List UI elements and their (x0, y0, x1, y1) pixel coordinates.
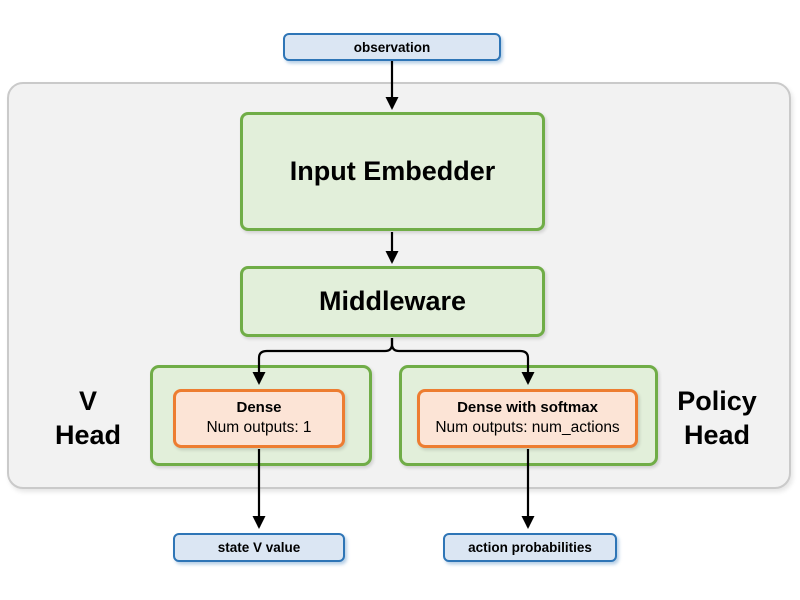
observation-node: observation (283, 33, 501, 61)
v-head-label-line1: V (78, 386, 97, 416)
action-probabilities-node: action probabilities (443, 533, 617, 562)
state-v-value-label: state V value (217, 540, 301, 555)
policy-head-dense-node: Dense with softmax Num outputs: num_acti… (417, 389, 638, 448)
observation-label: observation (353, 39, 431, 55)
state-v-value-node: state V value (173, 533, 345, 562)
v-head-dense-title: Dense (236, 398, 282, 416)
middleware-label: Middleware (318, 286, 467, 316)
policy-head-dense-title: Dense with softmax (457, 398, 598, 416)
input-embedder-label: Input Embedder (289, 156, 496, 186)
action-probabilities-label: action probabilities (468, 540, 592, 555)
v-head-label-line2: Head (54, 420, 122, 450)
policy-head-label-line1: Policy (677, 386, 757, 416)
v-head-dense-subtitle: Num outputs: 1 (206, 419, 312, 437)
policy-head-label: Policy Head (658, 384, 776, 452)
v-head-dense-node: Dense Num outputs: 1 (173, 389, 345, 448)
middleware-node: Middleware (240, 266, 545, 337)
policy-head-label-line2: Head (683, 420, 751, 450)
policy-head-dense-subtitle: Num outputs: num_actions (435, 419, 620, 437)
v-head-label: V Head (36, 384, 140, 452)
input-embedder-node: Input Embedder (240, 112, 545, 231)
